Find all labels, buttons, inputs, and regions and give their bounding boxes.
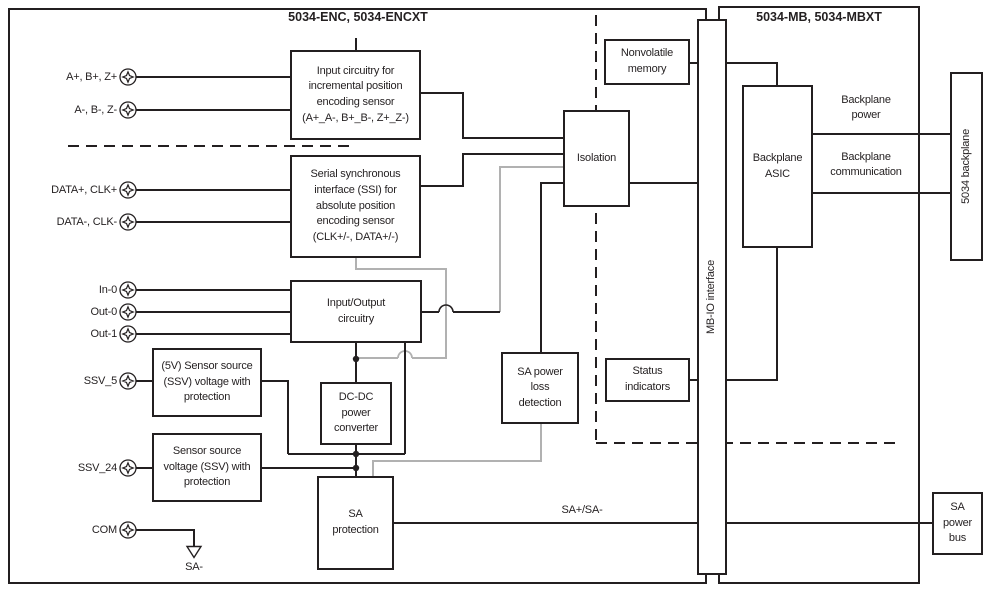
terminal-label-out0: Out-0 — [90, 306, 117, 318]
grey-power-wires — [355, 166, 563, 476]
block-sensor-source-voltage: Sensor source voltage (SSV) with protect… — [152, 433, 262, 502]
wire-isolation-to-sa-loss — [540, 182, 563, 352]
label-backplane-communication: Backplane communication — [830, 151, 902, 179]
signal-wires — [136, 38, 950, 546]
block-ssi-interface: Serial synchronous interface (SSI) for a… — [290, 155, 421, 258]
terminal-label-ssv5: SSV_5 — [83, 375, 117, 387]
wire-input-circ-to-isolation — [421, 92, 563, 139]
block-input-output-circuitry: Input/Output circuitry — [290, 280, 422, 343]
block-nonvolatile-memory: Nonvolatile memory — [604, 39, 690, 85]
wire-ssi-power-loop-grey — [355, 258, 447, 359]
block-backplane-asic: Backplane ASIC — [742, 85, 813, 248]
block-input-circuitry: Input circuitry for incremental position… — [290, 50, 421, 140]
junction-dots — [352, 355, 360, 472]
terminal-label-com: COM — [91, 524, 117, 536]
terminal-label-a-plus: A+, B+, Z+ — [66, 71, 117, 83]
wire-ssi-to-isolation — [421, 153, 563, 187]
wire-isolation-to-io-grey — [499, 166, 563, 312]
wire-mbio-to-asic-top — [727, 62, 778, 85]
junction-dot — [352, 450, 360, 458]
label-backplane-power: Backplane power — [841, 94, 891, 122]
label-sa-minus: SA- — [185, 561, 203, 573]
block-sa-power-loss-detection: SA power loss detection — [501, 352, 579, 424]
wire-mbio-to-asic-bottom — [727, 248, 778, 381]
ground-triangle-icon — [185, 545, 203, 559]
enc-module-title: 5034-ENC, 5034-ENCXT — [288, 10, 428, 24]
wire-5v-to-rail — [262, 380, 289, 454]
mb-module-title: 5034-MB, 5034-MBXT — [756, 10, 882, 24]
isolation-boundary-dashed — [68, 15, 902, 444]
wire-sa-loss-to-sa-protection-grey — [372, 424, 542, 476]
block-status-indicators: Status indicators — [605, 358, 690, 402]
wire-hop-black — [438, 304, 454, 313]
label-sa-pair: SA+/SA- — [561, 504, 603, 516]
wire-terminal-com-to-ground — [136, 529, 195, 546]
block-sa-protection: SA protection — [317, 476, 394, 570]
terminal-label-out1: Out-1 — [90, 328, 117, 340]
bar-mbio-interface: MB-IO interface — [697, 19, 727, 575]
block-isolation: Isolation — [563, 110, 630, 207]
terminal-label-data-plus: DATA+, CLK+ — [51, 184, 117, 196]
block-dcdc-converter: DC-DC power converter — [320, 382, 392, 445]
terminal-label-data-minus: DATA-, CLK- — [56, 216, 118, 228]
block-sa-power-bus: SA power bus — [932, 492, 983, 555]
terminal-label-a-minus: A-, B-, Z- — [74, 104, 117, 116]
block-5v-sensor-source: (5V) Sensor source (SSV) voltage with pr… — [152, 348, 262, 417]
terminal-label-ssv24: SSV_24 — [77, 462, 117, 474]
junction-dot — [352, 355, 360, 363]
bar-5034-backplane: 5034 backplane — [950, 72, 983, 261]
terminal-label-in0: In-0 — [98, 284, 117, 296]
junction-dot — [352, 464, 360, 472]
